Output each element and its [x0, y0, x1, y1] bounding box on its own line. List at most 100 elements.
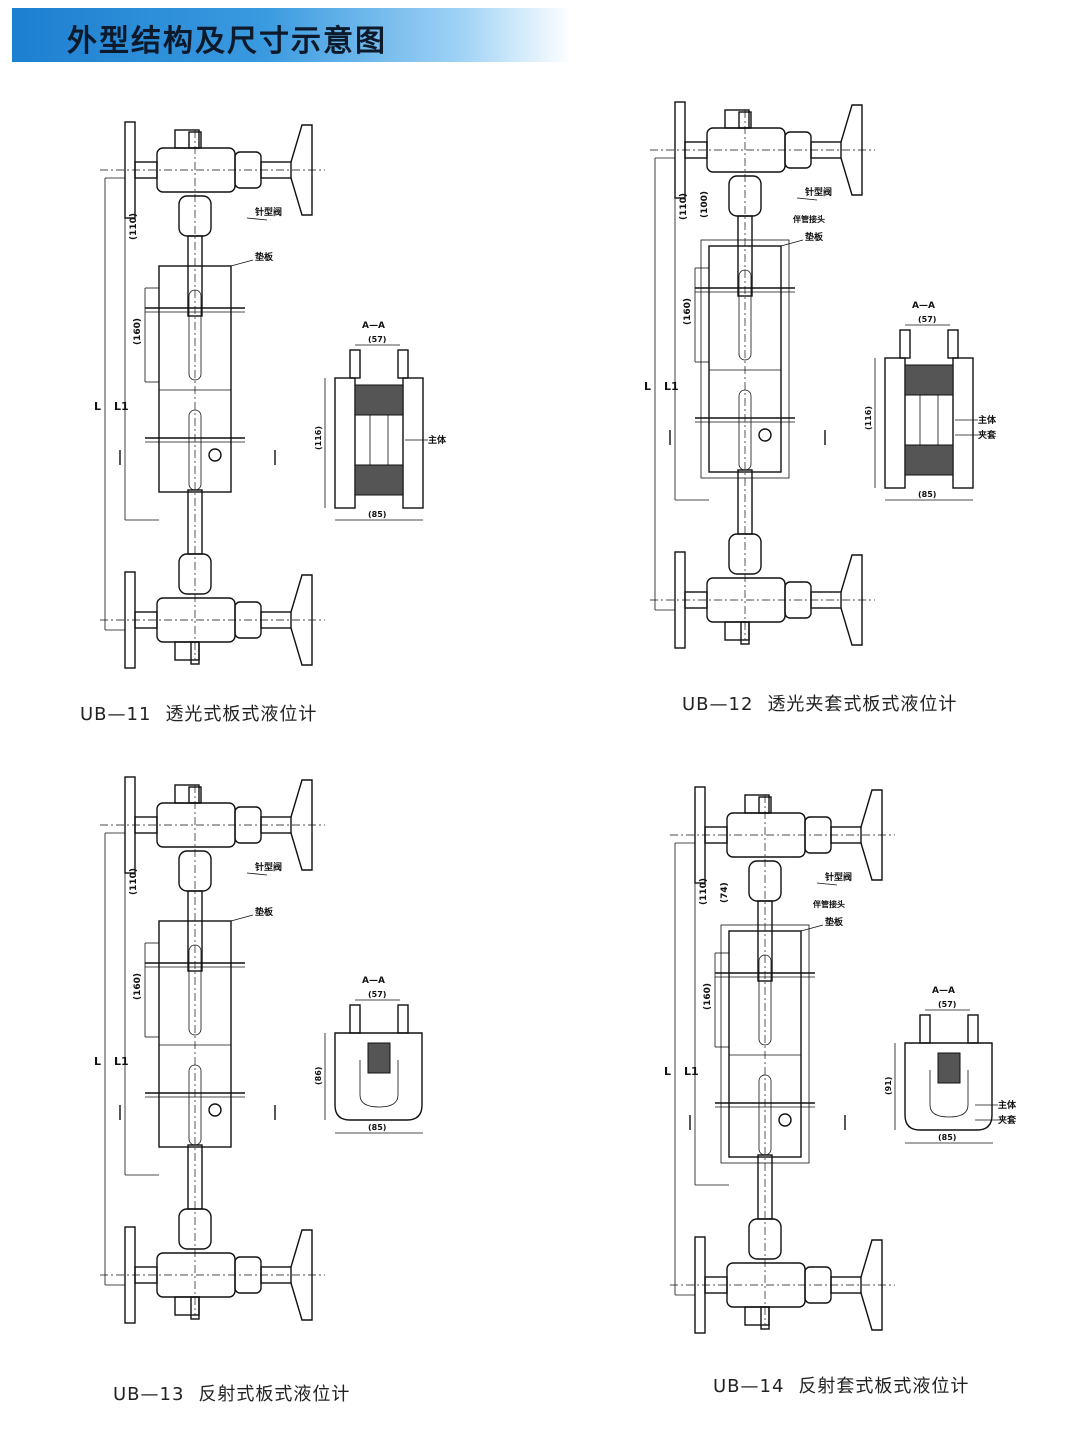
leader-line [816, 882, 838, 886]
dim-label-overall: L [94, 1055, 101, 1068]
page-header: 外型结构及尺寸示意图 [12, 8, 572, 62]
caption-model: UB—11 [80, 704, 152, 725]
valve-nut [744, 794, 770, 814]
section-dim-height: (86) [314, 1067, 323, 1085]
dim-label-center: L1 [114, 400, 129, 413]
section-glass-top [354, 384, 404, 416]
section-dim-width: (57) [368, 990, 386, 999]
label-valve: 针型阀 [255, 861, 282, 873]
dim-label-top-inner: (74) [720, 882, 730, 903]
valve-nut [744, 1306, 770, 1326]
section-bolt [899, 329, 911, 359]
section-dim-width: (57) [938, 1000, 956, 1009]
section-dim-base: (85) [938, 1133, 956, 1142]
valve-nut [174, 129, 200, 149]
label-valve: 针型阀 [805, 186, 832, 198]
vent-plug [208, 448, 222, 462]
caption-ub14: UB—14 反射套式板式液位计 [713, 1372, 969, 1398]
section-flange-right [402, 377, 424, 509]
label-gasket: 垫板 [255, 251, 274, 263]
leader-line [246, 872, 268, 876]
section-glass-bottom [354, 464, 404, 496]
dim-label-overall: L [644, 380, 651, 393]
label-glass: 主体 [978, 414, 997, 426]
caption-model: UB—14 [713, 1376, 785, 1397]
dim-label-window: (160) [133, 973, 143, 1000]
label-clamp: 夹套 [978, 429, 997, 441]
valve-nut [724, 109, 750, 129]
upper-pipe [737, 215, 753, 297]
section-dim-width: (57) [918, 315, 936, 324]
valve-nut [724, 621, 750, 641]
page-title: 外型结构及尺寸示意图 [67, 24, 387, 59]
dim-label-center: L1 [684, 1065, 699, 1078]
section-bolt [967, 1014, 979, 1044]
vent-plug [208, 1103, 222, 1117]
caption-name: 透光式板式液位计 [165, 704, 318, 725]
section-title: A—A [362, 976, 385, 986]
valve-nut [174, 784, 200, 804]
dim-label-top: (110) [679, 193, 689, 220]
section-title: A—A [362, 321, 385, 331]
label-gasket: 垫板 [255, 906, 274, 918]
label-gasket: 垫板 [825, 916, 844, 928]
leader-line [796, 197, 818, 201]
dim-label-overall: L [664, 1065, 671, 1078]
dim-label-window: (160) [703, 983, 713, 1010]
section-body [904, 1042, 993, 1131]
dim-label-center: L1 [664, 380, 679, 393]
section-dim-height: (116) [864, 406, 873, 430]
section-dim-width: (57) [368, 335, 386, 344]
dim-label-top: (110) [699, 878, 709, 905]
dim-label-window: (160) [133, 318, 143, 345]
caption-name: 反射套式板式液位计 [798, 1376, 970, 1397]
caption-model: UB—13 [113, 1384, 185, 1405]
label-pipe: 伴管接头 [812, 899, 845, 909]
label-gasket: 垫板 [805, 231, 824, 243]
section-dim-base: (85) [368, 1123, 386, 1132]
leader-line [780, 239, 804, 247]
caption-name: 反射式板式液位计 [198, 1384, 351, 1405]
label-valve: 针型阀 [825, 871, 852, 883]
section-glass-top [904, 364, 954, 396]
section-dim-height: (91) [884, 1077, 893, 1095]
caption-ub11: UB—11 透光式板式液位计 [80, 700, 317, 726]
section-channel [369, 414, 389, 466]
leader-line [230, 259, 254, 267]
section-flange-right [952, 357, 974, 489]
section-body [334, 1032, 423, 1121]
leader-line [800, 924, 824, 932]
section-bolt [349, 349, 361, 379]
upper-pipe [757, 900, 773, 982]
dim-label-top: (110) [129, 213, 139, 240]
section-glass [367, 1042, 391, 1074]
label-glass: 主体 [428, 434, 447, 446]
section-dim-height: (116) [314, 426, 323, 450]
vent-plug [758, 428, 772, 442]
label-glass: 主体 [998, 1099, 1017, 1111]
leader-line [230, 914, 254, 922]
dim-label-top-inner: (100) [700, 191, 710, 218]
section-bolt [397, 349, 409, 379]
dim-label-top: (110) [129, 868, 139, 895]
section-title: A—A [912, 301, 935, 311]
section-bolt [349, 1004, 361, 1034]
section-flange-left [884, 357, 906, 489]
section-flange-left [334, 377, 356, 509]
dim-label-center: L1 [114, 1055, 129, 1068]
dim-label-window: (160) [683, 298, 693, 325]
valve-nut [174, 1296, 200, 1316]
section-channel [919, 394, 939, 446]
section-title: A—A [932, 986, 955, 996]
valve-nut [174, 641, 200, 661]
caption-model: UB—12 [682, 694, 754, 715]
dim-label-overall: L [94, 400, 101, 413]
label-pipe: 伴管接头 [792, 214, 825, 224]
section-u-channel [359, 1060, 399, 1108]
section-bolt [947, 329, 959, 359]
upper-pipe [187, 235, 203, 317]
